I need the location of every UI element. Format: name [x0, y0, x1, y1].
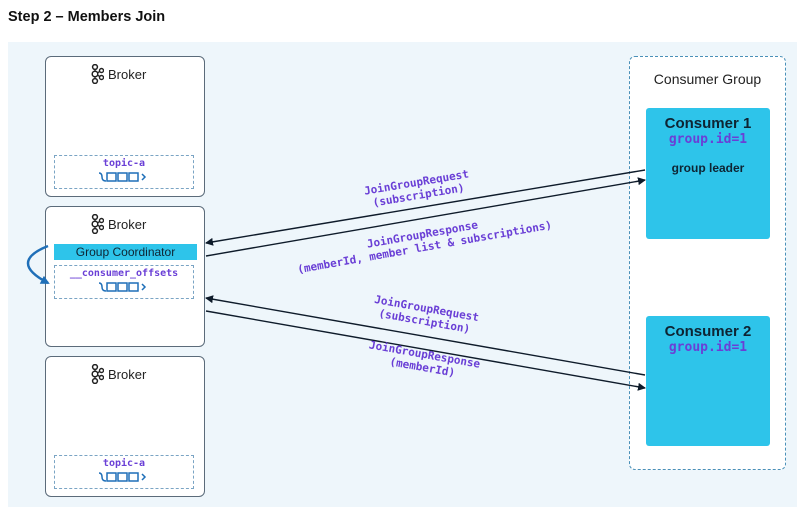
group-coordinator: Group Coordinator [54, 244, 197, 260]
offsets-write-arrow [26, 244, 50, 285]
consumer-offsets-partition-box: __consumer_offsets [54, 265, 194, 299]
broker-1: Broker topic-a [45, 56, 205, 197]
topic-a-partition-box: topic-a [54, 155, 194, 189]
consumer-group: Consumer Group Consumer 1 group.id=1 gro… [629, 56, 786, 470]
consumer-2-name: Consumer 2 [664, 323, 752, 340]
broker-1-label: Broker [108, 66, 147, 82]
broker-2-header: Broker [90, 214, 146, 234]
consumer-1-role: group leader [671, 161, 745, 175]
topic-name: topic-a [102, 458, 146, 469]
broker-2-label: Broker [108, 216, 147, 232]
broker-3: Broker topic-a [45, 356, 205, 497]
kafka-logo-icon [91, 364, 104, 384]
kafka-logo-icon [91, 64, 104, 84]
consumer-2-group-id: group.id=1 [668, 340, 748, 355]
c2-join-response-arrow [205, 310, 646, 391]
log-segments-icon [98, 282, 147, 292]
topic-name: topic-a [102, 158, 146, 169]
c2-join-request-arrow [205, 295, 646, 376]
kafka-logo-icon [91, 214, 104, 234]
log-segments-icon [98, 472, 147, 482]
c1-join-response-arrow [205, 177, 646, 257]
consumer-2: Consumer 2 group.id=1 [646, 316, 770, 446]
page-title: Step 2 – Members Join [8, 9, 166, 25]
broker-3-label: Broker [108, 366, 147, 382]
c1-join-request-arrow [205, 169, 646, 246]
consumer-group-title: Consumer Group [653, 71, 762, 87]
consumer-1-name: Consumer 1 [664, 115, 752, 132]
consumer-1-group-id: group.id=1 [668, 132, 748, 147]
consumer-1: Consumer 1 group.id=1 group leader [646, 108, 770, 239]
broker-1-header: Broker [90, 64, 146, 84]
topic-name: __consumer_offsets [69, 268, 179, 279]
log-segments-icon [98, 172, 147, 182]
topic-a-partition-box: topic-a [54, 455, 194, 489]
broker-3-header: Broker [90, 364, 146, 384]
broker-2: Broker Group Coordinator __consumer_offs… [45, 206, 205, 347]
